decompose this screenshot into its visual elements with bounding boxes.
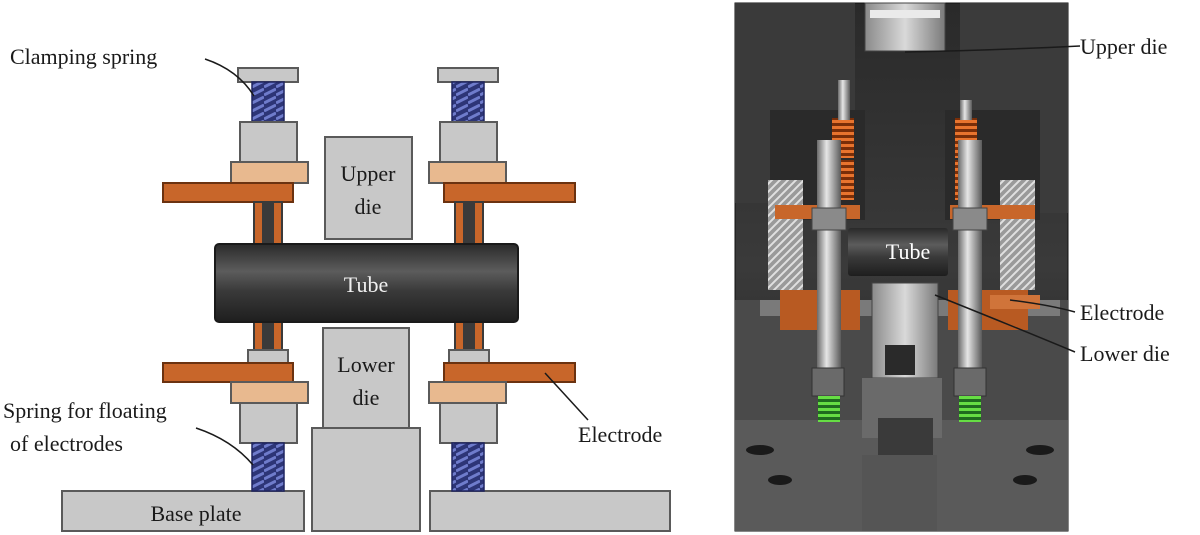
electrode-lower-left bbox=[162, 362, 294, 383]
clamping-spring-label: Clamping spring bbox=[10, 44, 157, 69]
photo-tube-label: Tube bbox=[886, 239, 930, 264]
upper-die bbox=[324, 136, 413, 240]
photo-tube bbox=[848, 228, 948, 276]
spring-floating-label-line1: Spring for floating bbox=[3, 398, 167, 423]
right-column bbox=[428, 67, 576, 492]
photo-upper-die-leader bbox=[904, 45, 1081, 53]
floating-spring-right bbox=[451, 442, 485, 492]
electrode-upper-left bbox=[162, 182, 294, 203]
clamping-spring-leader bbox=[204, 58, 255, 97]
photo-lower-die-label: Lower die bbox=[1080, 341, 1170, 366]
left-column bbox=[162, 67, 309, 492]
spring-floating-label-line2: of electrodes bbox=[10, 431, 123, 456]
lower-die-label-line1: Lower bbox=[337, 352, 395, 377]
electrode-lower-right bbox=[443, 362, 576, 383]
photo-upper-die-label: Upper die bbox=[1080, 34, 1167, 59]
schematic: Tube Upper die Lower die Base plate Clam… bbox=[3, 44, 671, 532]
base-plate-label: Base plate bbox=[150, 501, 241, 526]
photo-electrode-label: Electrode bbox=[1080, 300, 1164, 325]
spring-floating-leader bbox=[195, 427, 254, 466]
clamping-spring-right bbox=[451, 81, 485, 123]
photo-lower-die-leader bbox=[934, 294, 1076, 353]
photo: Tube bbox=[734, 2, 1081, 532]
base-plate-right bbox=[429, 490, 671, 532]
electrode-label: Electrode bbox=[578, 422, 662, 447]
electrode-upper-right bbox=[443, 182, 576, 203]
lower-die bbox=[322, 327, 410, 429]
tube bbox=[214, 243, 519, 323]
lower-die-base bbox=[311, 427, 421, 532]
photo-electrode-leader bbox=[1009, 299, 1076, 313]
base-plate-left bbox=[61, 490, 305, 532]
floating-spring-left bbox=[251, 442, 285, 492]
clamping-spring-left bbox=[251, 81, 285, 123]
lower-die-label-line2: die bbox=[353, 385, 380, 410]
upper-die-label-line1: Upper bbox=[341, 161, 397, 186]
tube-label: Tube bbox=[344, 272, 388, 297]
electrode-leader bbox=[544, 372, 589, 421]
upper-die-label-line2: die bbox=[355, 194, 382, 219]
